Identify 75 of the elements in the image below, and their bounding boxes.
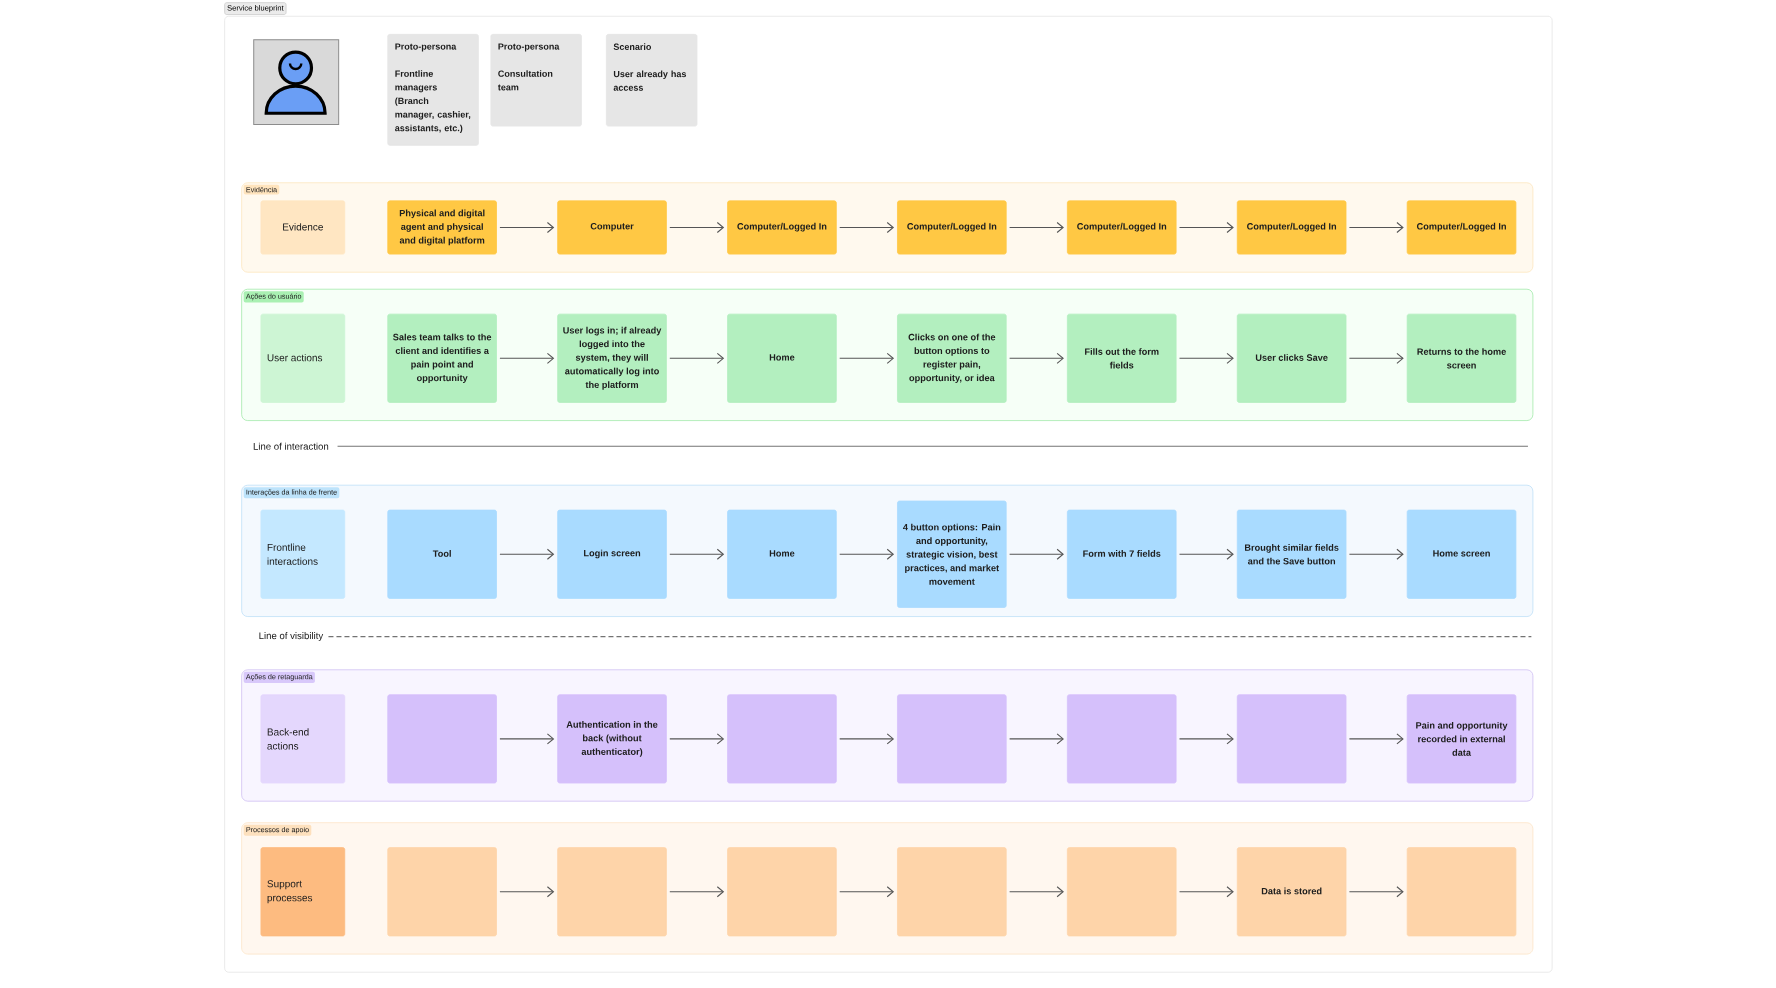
step-box: Home [727,313,837,403]
step-box: Computer/Logged In [727,200,837,255]
arrow [1348,886,1404,898]
arrow [1009,221,1064,234]
step-box: Computer/Logged In [1236,200,1347,255]
step-box: Tool [387,509,497,599]
arrow [839,352,895,364]
arrow [1178,221,1234,234]
step-box: Data is stored [1236,847,1347,937]
row-header: User actions [260,313,346,403]
empty-box [1066,847,1177,937]
arrow [839,886,895,898]
arrow [499,352,555,364]
step-box: Login screen [557,509,667,599]
arrow [1009,886,1064,898]
step-box: Computer [557,200,667,255]
arrow [669,221,725,234]
empty-box [1236,694,1347,784]
empty-box [1406,847,1517,937]
empty-box [897,847,1007,937]
step-box: Home screen [1406,509,1517,599]
empty-box [727,694,837,784]
step-box: Computer/Logged In [897,200,1007,255]
step-box: Authentication in the back (without authenticator) [557,694,667,784]
arrow [1348,733,1404,745]
arrow [1009,352,1064,364]
arrow [499,886,555,898]
arrow [1348,548,1404,560]
persona-card: Proto-persona Consultation team [490,33,582,127]
arrow [839,548,895,560]
empty-box [897,694,1007,784]
step-box: 4 button options: Pain and opportunity, strategic vision, best practices, and market movement [897,500,1007,608]
row-header: Support processes [260,847,346,937]
step-box: Pain and opportunity recorded in external data [1406,694,1517,784]
empty-box [1066,694,1177,784]
arrow [1178,733,1234,745]
arrow [839,221,895,234]
arrow [499,548,555,560]
arrow [1009,548,1064,560]
step-box: Physical and digital agent and physical and digital platform [387,200,497,255]
step-box: Form with 7 fields [1066,509,1177,599]
arrow [1178,352,1234,364]
step-box: Sales team talks to the client and identifies a pain point and opportunity [387,313,497,403]
arrow [499,733,555,745]
persona-card: Proto-persona Frontline managers (Branch manager, cashier, assistants, etc.) [387,33,479,146]
step-box: Returns to the home screen [1406,313,1517,403]
arrow [839,733,895,745]
step-box: Home [727,509,837,599]
empty-box [387,694,497,784]
line-label: Line of visibility [259,632,324,642]
line-label: Line of interaction [253,442,329,450]
arrow [1178,886,1234,898]
step-box: Brought similar fields and the Save button [1236,509,1347,599]
arrow [1348,352,1404,364]
empty-box [727,847,837,937]
arrow [499,221,555,234]
arrow [1348,221,1404,234]
step-box: User clicks Save [1236,313,1347,403]
arrow [1178,548,1234,560]
arrow [669,548,725,560]
persona-card: Scenario User already has access [605,33,698,127]
empty-box [557,847,667,937]
arrow [669,352,725,364]
step-box: User logs in; if already logged into the system, they will automatically log into the platform [557,313,667,403]
arrow [669,886,725,898]
arrow [1009,733,1064,745]
arrow [669,733,725,745]
step-box: Fills out the form fields [1066,313,1177,403]
row-header: Back-end actions [260,694,346,784]
row-header: Frontline interactions [260,509,346,599]
step-box: Computer/Logged In [1406,200,1517,255]
row-header: Evidence [260,200,346,255]
empty-box [387,847,497,937]
step-box: Clicks on one of the button options to register pain, opportunity, or idea [897,313,1007,403]
step-box: Computer/Logged In [1066,200,1177,255]
